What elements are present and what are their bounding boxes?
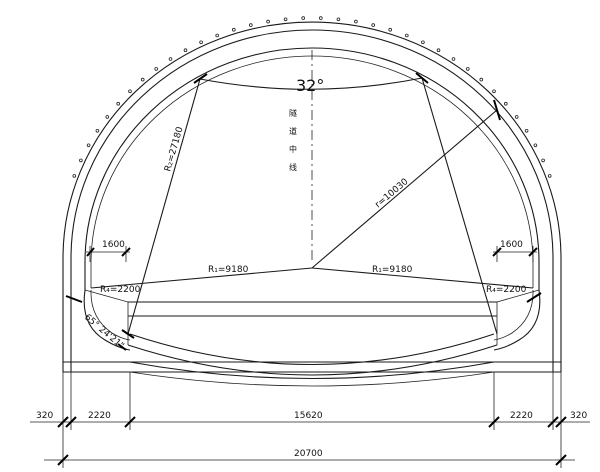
anchor-dot: [116, 101, 120, 106]
radius-r-label: r=10030: [374, 177, 411, 210]
anchor-dot: [451, 57, 456, 61]
radius-r1-left-label: R₁=9180: [208, 265, 249, 275]
anchor-dot: [404, 33, 409, 38]
angle-arc-32: [199, 77, 423, 90]
anchor-dot: [541, 158, 545, 163]
anchor-dot: [249, 23, 253, 27]
anchor-dot: [547, 174, 552, 178]
radius-r2-label: R₂=27180: [163, 126, 185, 173]
radius-r4-right-label: R₄=2200: [486, 285, 527, 295]
anchor-dot: [140, 77, 145, 82]
anchor-dot: [336, 17, 341, 22]
centerline-char-4: 线: [289, 162, 297, 172]
centerline-char-3: 中: [289, 144, 297, 154]
anchor-dot: [183, 48, 188, 52]
dimension-chain: [30, 372, 590, 468]
dim-left-edge: 320: [36, 411, 53, 421]
dim-total: 20700: [294, 449, 323, 459]
anchor-dot: [215, 33, 220, 38]
radius-r1-right-label: R₁=9180: [372, 265, 413, 275]
anchor-dot: [232, 27, 236, 32]
anchor-dot: [301, 16, 306, 20]
radius-lines: [90, 77, 534, 335]
anchor-dot: [524, 129, 529, 133]
anchor-dot: [128, 89, 132, 94]
anchor-dot: [95, 129, 100, 133]
base-footing: [63, 361, 561, 387]
radius-r4-left-label: R₄=2200: [100, 285, 141, 295]
anchor-dot: [168, 57, 173, 61]
anchor-dot: [283, 17, 288, 22]
dim-left-side: 2220: [88, 411, 111, 421]
anchor-dot: [492, 89, 496, 94]
offset-left-label: 1600: [102, 240, 125, 250]
centerline-text: 隧 道 中 线: [289, 108, 297, 172]
anchor-dot: [354, 19, 358, 24]
rock-anchor-dots: [72, 16, 552, 178]
anchor-dot: [105, 115, 110, 119]
anchor-dot: [72, 174, 77, 178]
dim-right-edge: 320: [570, 411, 587, 421]
anchor-dot: [465, 67, 470, 71]
anchor-dot: [86, 143, 91, 148]
centerline-char-1: 隧: [289, 108, 297, 118]
anchor-dot: [479, 77, 484, 82]
centerline-char-2: 道: [289, 126, 297, 136]
road-deck: [84, 289, 540, 345]
anchor-dot: [371, 23, 376, 27]
dim-middle: 15620: [294, 411, 323, 421]
anchor-dot: [388, 27, 393, 32]
anchor-dot: [199, 40, 203, 45]
angle-label: 32°: [296, 76, 324, 95]
anchor-dot: [436, 48, 441, 52]
anchor-dot: [514, 115, 519, 119]
corner-angle-label: 65° 24'21": [82, 313, 125, 352]
dim-right-side: 2220: [510, 411, 533, 421]
invert-arch: [127, 333, 498, 376]
anchor-dot: [503, 101, 508, 106]
anchor-dot: [154, 67, 159, 71]
radius-end-ticks: [65, 72, 542, 351]
anchor-dot: [79, 158, 83, 163]
anchor-dot: [266, 19, 270, 24]
anchor-dot: [318, 16, 323, 20]
offset-dimension-right: [492, 246, 538, 262]
offset-dimension-left: [86, 246, 131, 262]
anchor-dot: [533, 143, 538, 148]
anchor-dot: [421, 40, 425, 45]
offset-right-label: 1600: [500, 240, 523, 250]
outer-lining: [62, 21, 562, 372]
